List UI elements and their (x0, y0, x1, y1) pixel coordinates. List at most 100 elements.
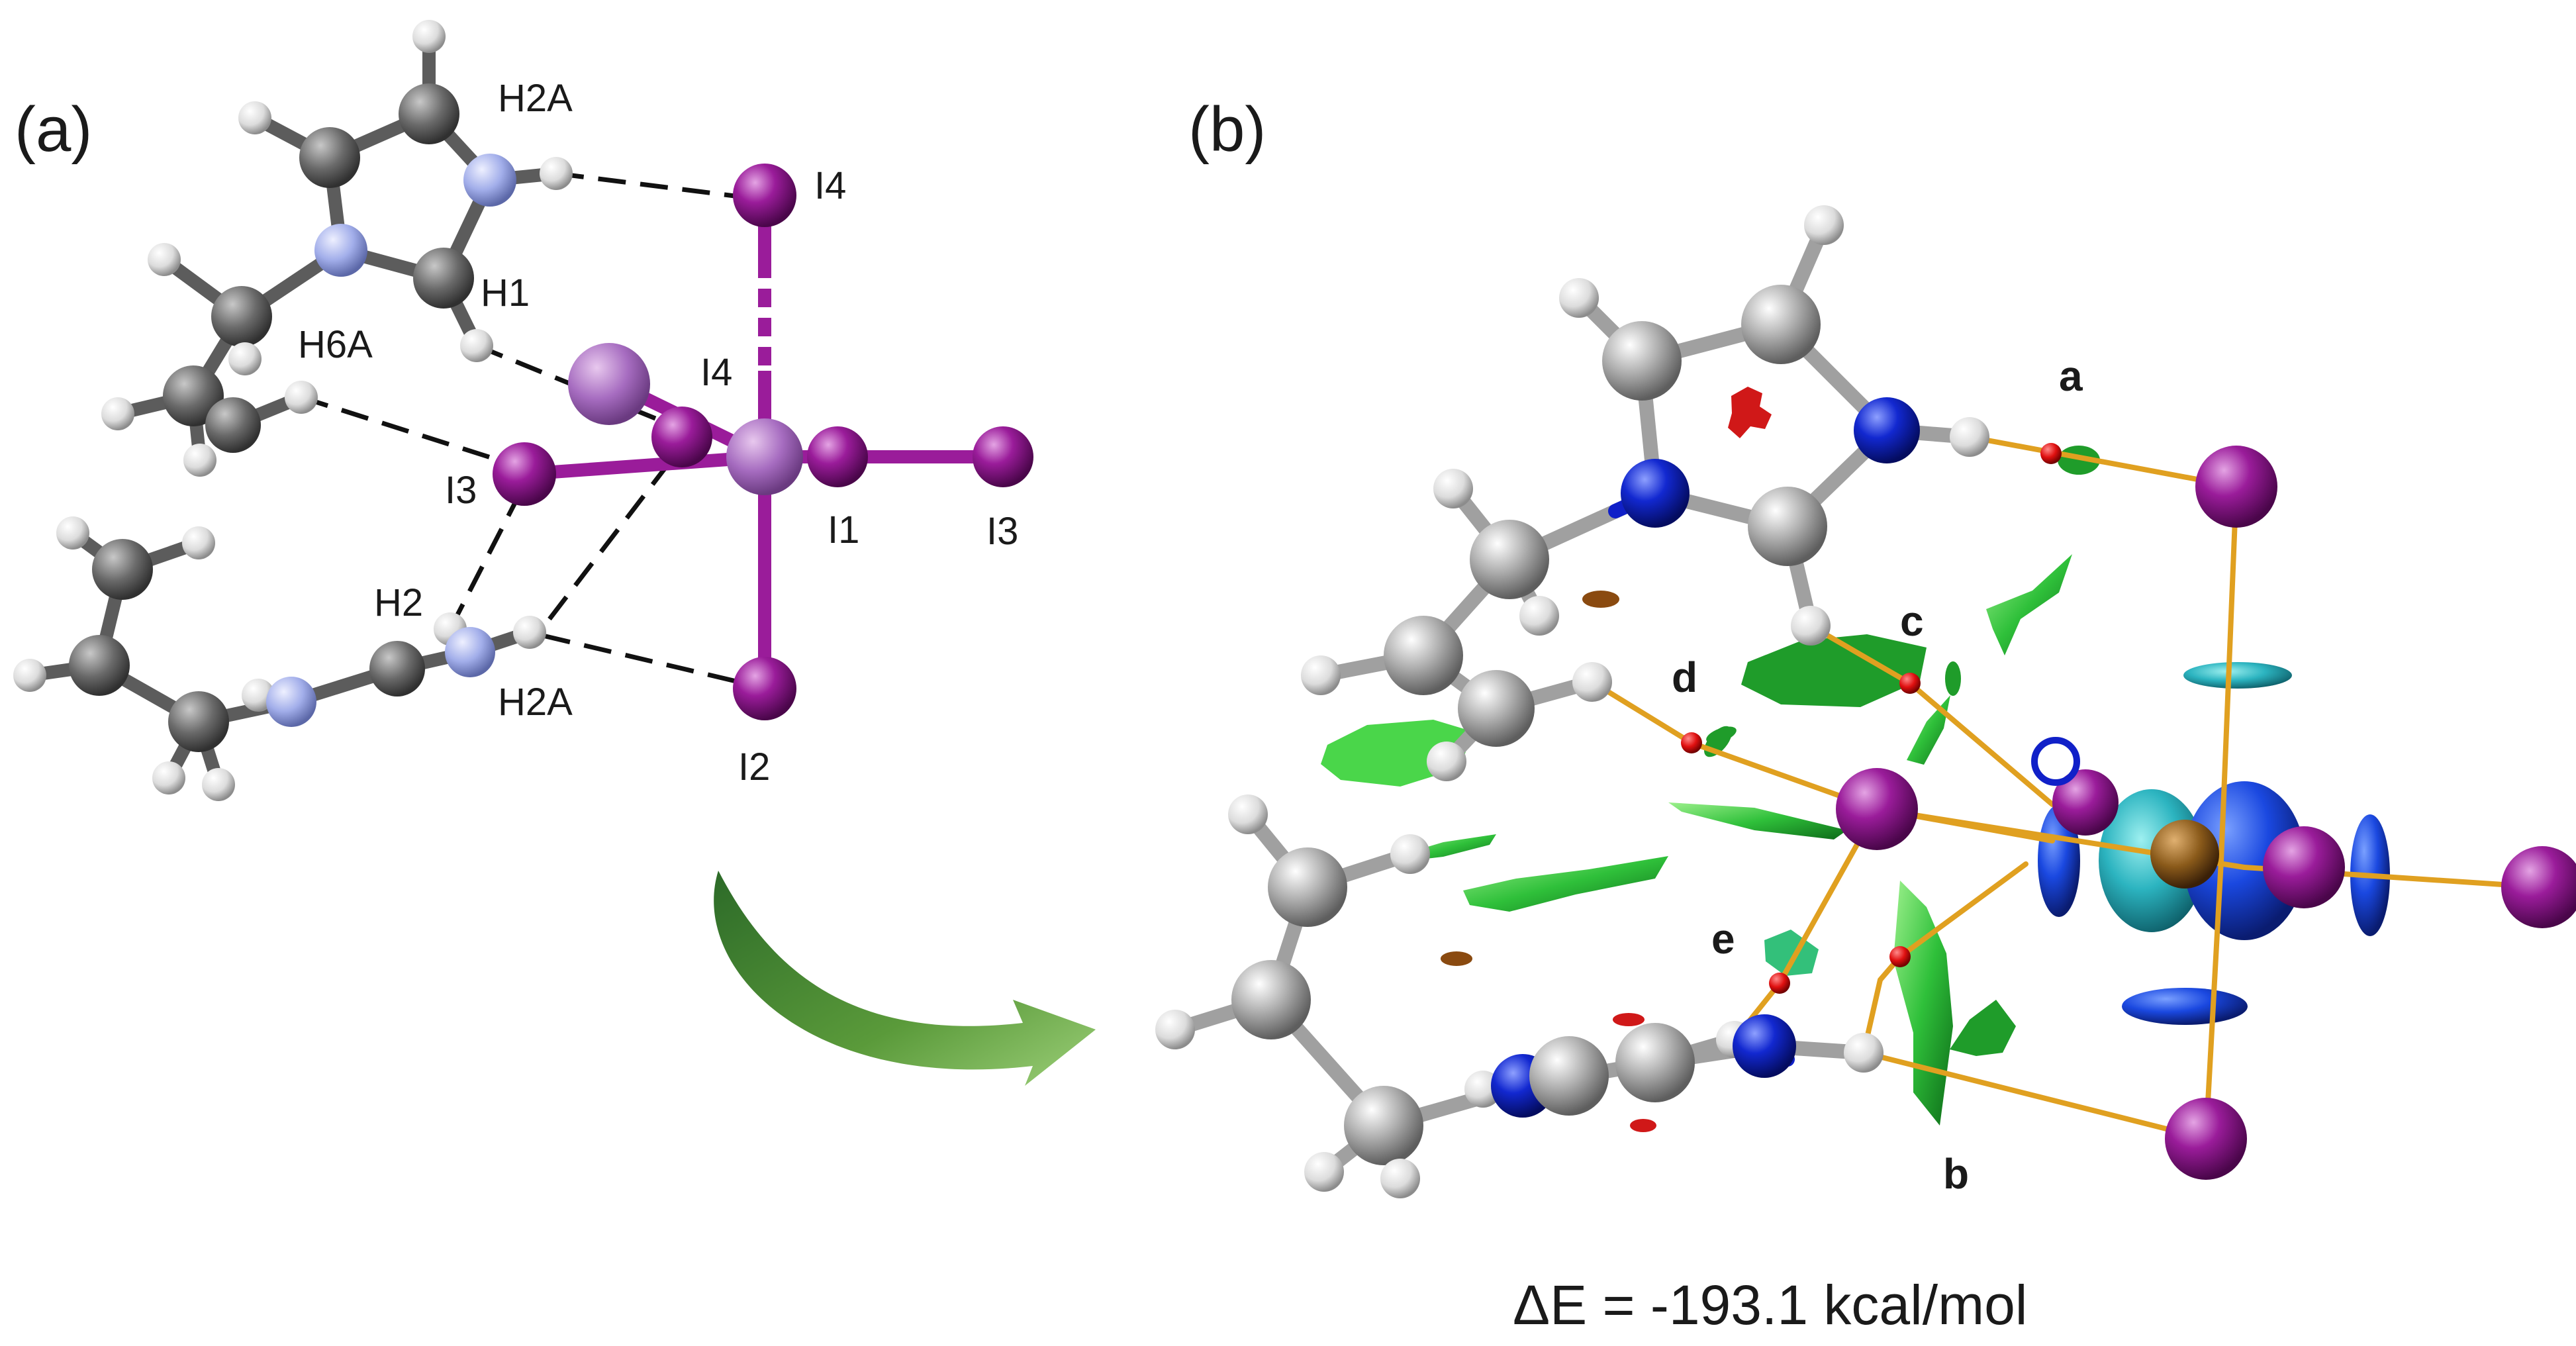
carbon-atom (1268, 847, 1347, 927)
label-h6a: H6A (298, 323, 373, 366)
nitrogen-atom (1733, 1014, 1796, 1078)
nci-surface-red (1728, 387, 1772, 438)
hydrogen-atom (1950, 417, 1989, 457)
label-h2a-bottom: H2A (498, 681, 573, 724)
nci-surface-teal (2183, 662, 2292, 689)
iodine-atoms-b (1836, 446, 2576, 1180)
iodine-atom-i1 (807, 426, 868, 487)
hydrogen-atom (148, 243, 181, 276)
nci-surface-blue (2183, 781, 2305, 940)
hydrogen-atom (1791, 606, 1831, 646)
carbon-atom (1529, 1036, 1609, 1116)
bcp-b (1889, 946, 1911, 967)
interaction-labels: a b c d e (1672, 352, 2083, 1198)
iodine-atom-i3-right (973, 426, 1033, 487)
hydrogen-atom (513, 616, 546, 649)
nitrogen-atom (314, 224, 367, 277)
carbon-atom (1384, 616, 1463, 695)
nci-surface-red (1613, 1013, 1645, 1026)
nitrogen-atom (266, 677, 316, 727)
nitrogen-atom (463, 154, 516, 207)
panel-b-label: (b) (1188, 94, 1266, 165)
hydrogen-atom (1572, 662, 1612, 702)
cation-2-atoms (13, 516, 546, 801)
carbon-atom (369, 641, 425, 697)
label-d: d (1672, 653, 1697, 701)
nci-surface-green-c2 (1907, 695, 1950, 765)
hydrogen-bond-contacts (300, 171, 762, 690)
iodine-atom (2052, 769, 2119, 836)
curved-arrow-icon (714, 871, 1096, 1086)
nci-surface-red (1630, 1119, 1656, 1132)
contact-h2a-i4 (555, 171, 736, 199)
carbon-atom (413, 248, 474, 309)
hydrogen-atom (1427, 742, 1466, 781)
label-a: a (2059, 352, 2083, 400)
nci-surface-green-a2 (1945, 661, 1961, 696)
iodine-atom (2501, 846, 2576, 928)
bcp-a (2040, 443, 2062, 464)
hydrogen-atom (1228, 794, 1268, 834)
carbon-atom (1748, 487, 1827, 566)
hydrogen-atom (1433, 469, 1473, 508)
carbon-atom (205, 397, 261, 453)
label-i2: I2 (738, 745, 770, 789)
label-b: b (1943, 1150, 1969, 1198)
nitrogen-atom (1621, 459, 1690, 528)
bcp-d (1681, 732, 1702, 753)
hydrogen-atom (1304, 1152, 1344, 1192)
label-i3-right: I3 (986, 510, 1018, 553)
panel-a: (a) (13, 20, 1033, 801)
central-iodine-atom (2150, 820, 2219, 889)
carbon-atom (1344, 1086, 1423, 1165)
iodine-atom (2165, 1098, 2247, 1180)
label-i1: I1 (828, 508, 859, 552)
atom-labels: H2A I4 H1 H6A I4 I3 I1 I3 H2 H2A I2 (298, 77, 1018, 789)
label-i4-top: I4 (814, 164, 846, 207)
nci-surface-green-e (1764, 930, 1819, 976)
iodine-atom (2263, 826, 2345, 908)
contact-h2a-i2 (542, 633, 762, 690)
hydrogen-atom (412, 20, 446, 53)
nci-surface-green-left2 (1463, 856, 1668, 912)
hydrogen-atom (228, 342, 262, 375)
label-e: e (1711, 915, 1735, 963)
carbon-atom (1615, 1023, 1695, 1102)
hydrogen-atom (460, 329, 493, 362)
nci-surface-green-c (1741, 634, 1927, 707)
nci-surface-green-b2 (1950, 1000, 2016, 1056)
label-h1: H1 (481, 271, 530, 314)
hydrogen-atom (182, 526, 215, 559)
hydrogen-atom (13, 659, 46, 692)
nci-surface-brown (1441, 951, 1472, 966)
carbon-atom (1741, 285, 1821, 364)
hydrogen-atom (1301, 655, 1341, 695)
nci-surface-green-mid (1668, 802, 1847, 840)
carbon-atom (299, 127, 360, 188)
hydrogen-atom (183, 444, 216, 477)
nci-surface-green-b (1893, 881, 1953, 1126)
contact-h6a-i3 (300, 395, 519, 469)
carbon-atom (168, 691, 229, 752)
hydrogen-atom (238, 101, 271, 134)
iodine-atom (2195, 446, 2277, 528)
iodine-atom (1836, 768, 1918, 850)
label-h2a-top: H2A (498, 77, 573, 120)
contact-h2-i3 (448, 486, 526, 630)
contact-h1-i4 (475, 343, 657, 421)
nci-surface-brown (1582, 591, 1619, 608)
carbon-atom (69, 635, 130, 696)
nci-surface-blue (2122, 988, 2248, 1025)
panel-a-label: (a) (15, 94, 92, 165)
iodine-atom-central (726, 418, 803, 495)
cation-1-atoms (101, 20, 573, 477)
ring-critical-point-icon (2031, 737, 2080, 786)
label-h2: H2 (374, 581, 423, 624)
hydrogen-atom (1155, 1010, 1195, 1049)
carbon-atom (1602, 321, 1682, 401)
panel-b: (b) (1155, 94, 2576, 1336)
bcp-c (1899, 673, 1921, 694)
hydrogen-atom (56, 516, 89, 550)
nci-surface-green (1986, 554, 2072, 655)
iodine-atoms (493, 164, 1033, 720)
